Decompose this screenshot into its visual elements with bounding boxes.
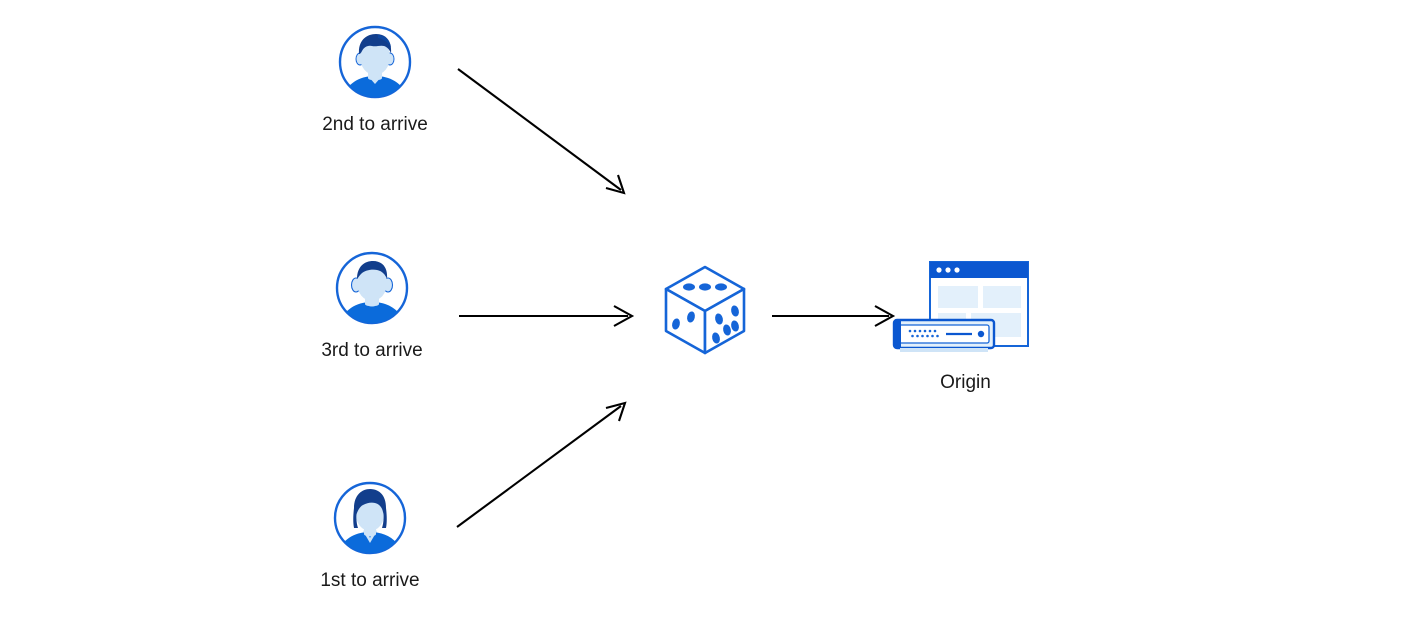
node-label-user-1st: 1st to arrive	[320, 570, 420, 591]
dice-left-pips	[672, 311, 695, 330]
user-avatar-icon	[338, 25, 412, 99]
node-user-1st: 1st to arrive	[295, 478, 445, 593]
dice-right-pips	[712, 305, 739, 344]
node-user-2nd: 2nd to arrive	[300, 22, 450, 137]
node-origin: Origin	[888, 250, 1043, 395]
user-avatar-icon	[333, 481, 407, 555]
origin-server-icon	[892, 261, 1029, 352]
dice-top-pips	[683, 283, 727, 291]
node-dice	[655, 262, 755, 368]
arrow-dice-to-origin	[772, 305, 896, 327]
arrow-3rd-to-dice	[459, 305, 635, 327]
dice-icon	[664, 265, 746, 355]
node-label-user-2nd: 2nd to arrive	[322, 114, 428, 135]
node-label-origin: Origin	[940, 372, 991, 393]
server-vent-dots	[908, 329, 939, 338]
arrow-1st-to-dice	[456, 401, 627, 528]
user-avatar-icon	[335, 251, 409, 325]
server-device-icon	[892, 318, 996, 352]
node-user-3rd: 3rd to arrive	[297, 248, 447, 363]
node-label-user-3rd: 3rd to arrive	[321, 340, 423, 361]
arrow-2nd-to-dice	[457, 68, 626, 195]
